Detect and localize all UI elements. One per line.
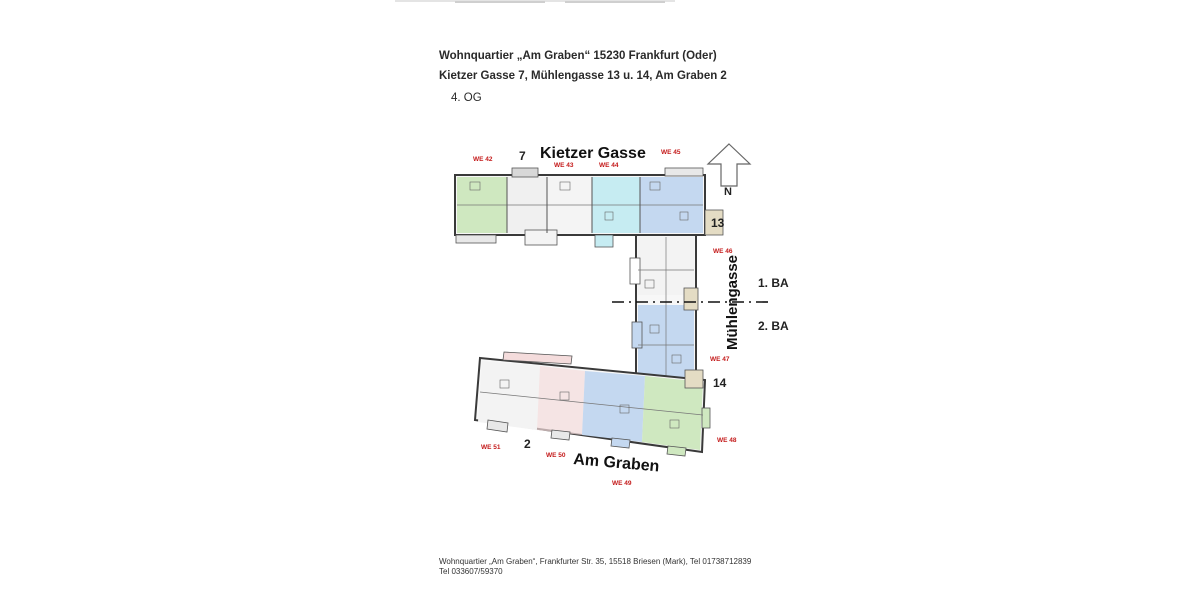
footer-phone: Tel 033607/59370 — [439, 567, 503, 576]
house-number-14: 14 — [713, 376, 727, 390]
unit-we-51: WE 51 — [481, 444, 501, 451]
unit-we-46: WE 46 — [713, 248, 733, 255]
unit-we-47: WE 47 — [710, 356, 730, 363]
bottom-wing — [473, 351, 711, 457]
footer-contact: Wohnquartier „Am Graben“, Frankfurter St… — [439, 557, 752, 566]
phase-first-label: 1. BA — [758, 276, 789, 290]
unit-we-43: WE 43 — [554, 162, 574, 169]
unit-we-48: WE 48 — [717, 437, 737, 444]
house-number-7: 7 — [519, 149, 526, 163]
north-label: N — [724, 186, 732, 198]
right-wing — [629, 234, 699, 386]
floor-label: 4. OG — [451, 92, 482, 104]
unit-we-45: WE 45 — [661, 149, 681, 156]
project-title: Wohnquartier „Am Graben“ 15230 Frankfurt… — [439, 50, 717, 62]
unit-we-44: WE 44 — [599, 162, 619, 169]
phase-second-label: 2. BA — [758, 319, 789, 333]
unit-we-50: WE 50 — [546, 452, 566, 459]
house-number-2: 2 — [524, 437, 531, 451]
top-edge-shadow — [395, 0, 675, 3]
street-kietzer-gasse: Kietzer Gasse — [540, 145, 646, 162]
north-arrow-icon — [706, 143, 752, 187]
floor-plan: N — [454, 143, 789, 487]
top-wing — [454, 167, 724, 248]
project-address: Kietzer Gasse 7, Mühlengasse 13 u. 14, A… — [439, 70, 727, 82]
street-am-graben: Am Graben — [573, 451, 660, 475]
unit-we-49: WE 49 — [612, 480, 632, 487]
unit-we-42: WE 42 — [473, 156, 493, 163]
street-muehlengasse: Mühlengasse — [724, 255, 741, 350]
house-number-13: 13 — [711, 216, 725, 230]
